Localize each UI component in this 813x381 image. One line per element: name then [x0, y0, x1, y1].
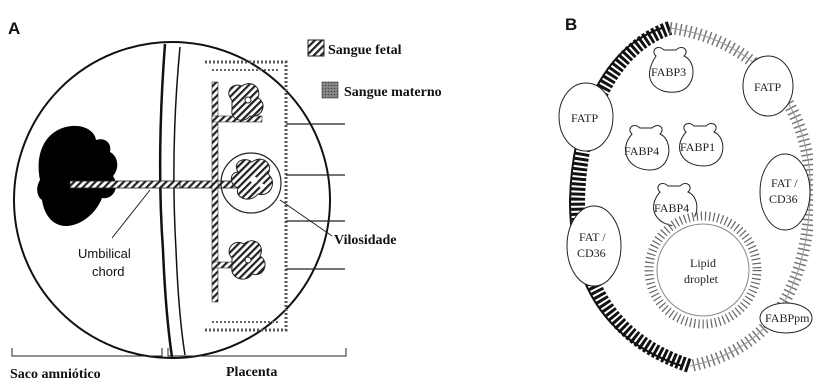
fat-cd36-left-label-2: CD36: [577, 246, 606, 260]
umbilical-leader-line: [112, 190, 150, 238]
villus-cluster-bottom: [229, 241, 265, 279]
fabp4-b-label: FABP4: [654, 201, 689, 215]
panel-b: B FABP3 FATP FATP FABP4 FABP1 FAT / CD36…: [559, 15, 812, 366]
panel-a: A: [8, 19, 442, 381]
legend: Sangue fetal Sangue materno: [308, 40, 442, 100]
villus-label: Vilosidade: [334, 233, 397, 248]
lipid-droplet-label-2: droplet: [684, 272, 719, 286]
bottom-brackets: [12, 348, 346, 356]
fabp1-label: FABP1: [680, 140, 715, 154]
legend-swatch-maternal: [322, 82, 338, 98]
legend-label-maternal: Sangue materno: [344, 85, 442, 100]
placenta-label: Placenta: [226, 365, 277, 380]
chorion-divider-inner: [174, 47, 185, 355]
chorion-divider: [160, 44, 172, 357]
amniotic-sac-label: Saco amniótico: [10, 367, 101, 381]
panel-b-letter: B: [565, 15, 577, 34]
fatp-right-label: FATP: [754, 80, 781, 94]
fat-cd36-left-label-1: FAT /: [579, 230, 606, 244]
fatp-left-label: FATP: [571, 111, 598, 125]
fat-cd36-right-label-1: FAT /: [771, 176, 798, 190]
villus-cluster-top: [229, 84, 263, 121]
panel-a-letter: A: [8, 19, 20, 38]
umbilical-label-line2: chord: [92, 264, 125, 279]
fabp3-label: FABP3: [651, 65, 686, 79]
fabppm-label: FABPpm: [765, 311, 810, 325]
lipid-droplet: [649, 216, 757, 324]
legend-label-fetal: Sangue fetal: [328, 43, 402, 58]
villus-leader-line: [280, 200, 332, 236]
lipid-droplet-label-1: Lipid: [690, 256, 716, 270]
fat-cd36-right-label-2: CD36: [769, 192, 798, 206]
fabp4-a-label: FABP4: [624, 144, 659, 158]
umbilical-cord: [70, 181, 180, 188]
legend-swatch-fetal: [308, 40, 324, 56]
umbilical-label-line1: Umbilical: [78, 246, 131, 261]
